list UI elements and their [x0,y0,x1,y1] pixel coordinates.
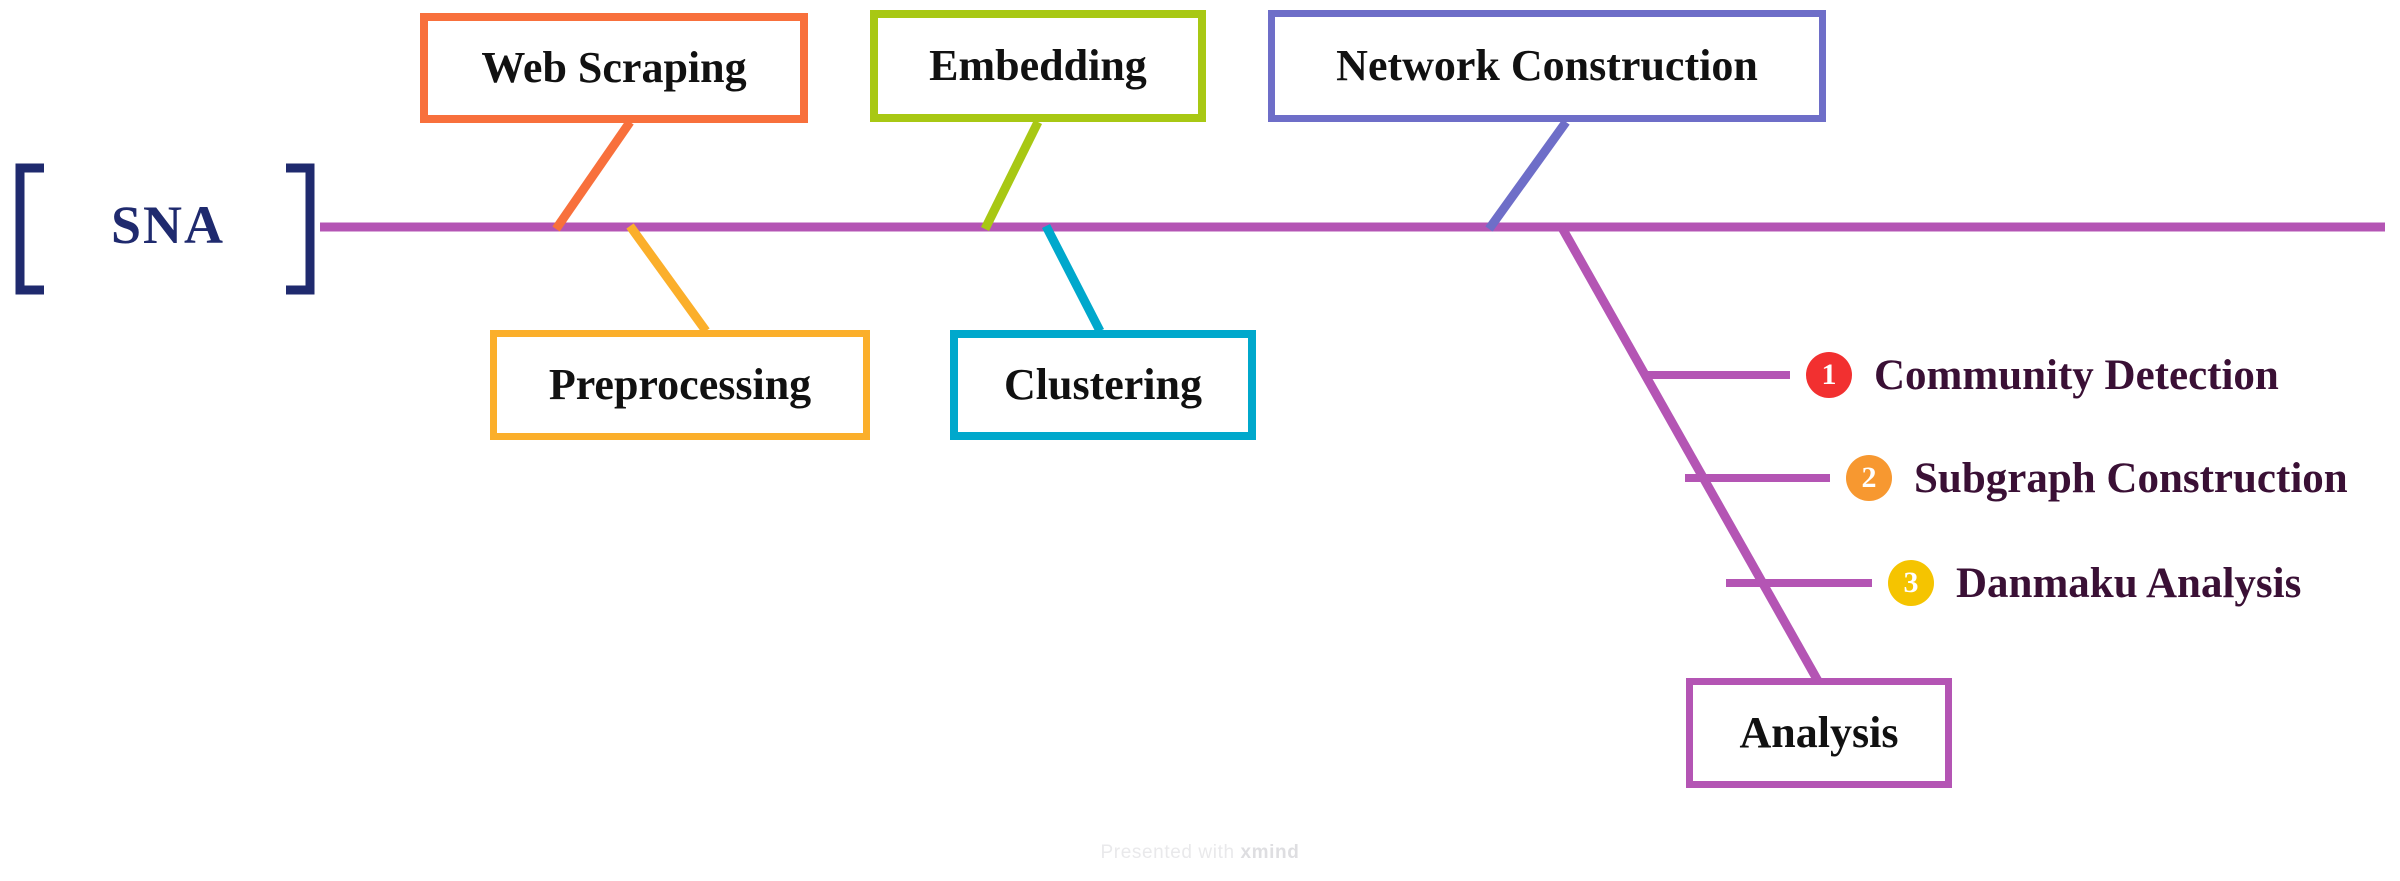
topic-box-preprocessing[interactable]: Preprocessing [490,330,870,440]
topic-label-network-construction: Network Construction [1336,41,1758,90]
xmind-watermark: Presented with xmind [0,842,2400,864]
connector-network-construction [1485,119,1570,232]
analysis-item-1[interactable]: 1 Community Detection [1806,352,2279,398]
analysis-item-2[interactable]: 2 Subgraph Construction [1846,455,2348,501]
topic-label-analysis: Analysis [1739,708,1899,757]
analysis-item-1-label: Community Detection [1874,351,2279,399]
topic-label-preprocessing: Preprocessing [548,360,812,409]
root-node[interactable]: SNA [18,150,318,300]
topic-box-embedding[interactable]: Embedding [870,10,1206,122]
connector-analysis [1557,223,1822,684]
topic-label-embedding: Embedding [929,41,1147,90]
topic-label-clustering: Clustering [1004,360,1202,409]
connector-embedding [980,120,1043,231]
root-label: SNA [110,195,226,255]
analysis-item-3[interactable]: 3 Danmaku Analysis [1888,560,2301,606]
connector-web-scraping [552,119,634,232]
topic-box-network-construction[interactable]: Network Construction [1268,10,1826,122]
badge-number-2: 2 [1846,455,1892,501]
badge-number-1: 1 [1806,352,1852,398]
topic-box-web-scraping[interactable]: Web Scraping [420,13,808,123]
watermark-brand: xmind [1240,842,1300,863]
analysis-item-2-label: Subgraph Construction [1914,454,2348,502]
connector-clustering [1041,223,1105,334]
analysis-item-3-label: Danmaku Analysis [1956,559,2302,607]
connector-preprocessing [626,223,710,334]
topic-box-clustering[interactable]: Clustering [950,330,1256,440]
badge-number-3: 3 [1888,560,1934,606]
topic-label-web-scraping: Web Scraping [481,43,747,92]
topic-box-analysis[interactable]: Analysis [1686,678,1952,788]
watermark-prefix: Presented with [1100,842,1241,863]
